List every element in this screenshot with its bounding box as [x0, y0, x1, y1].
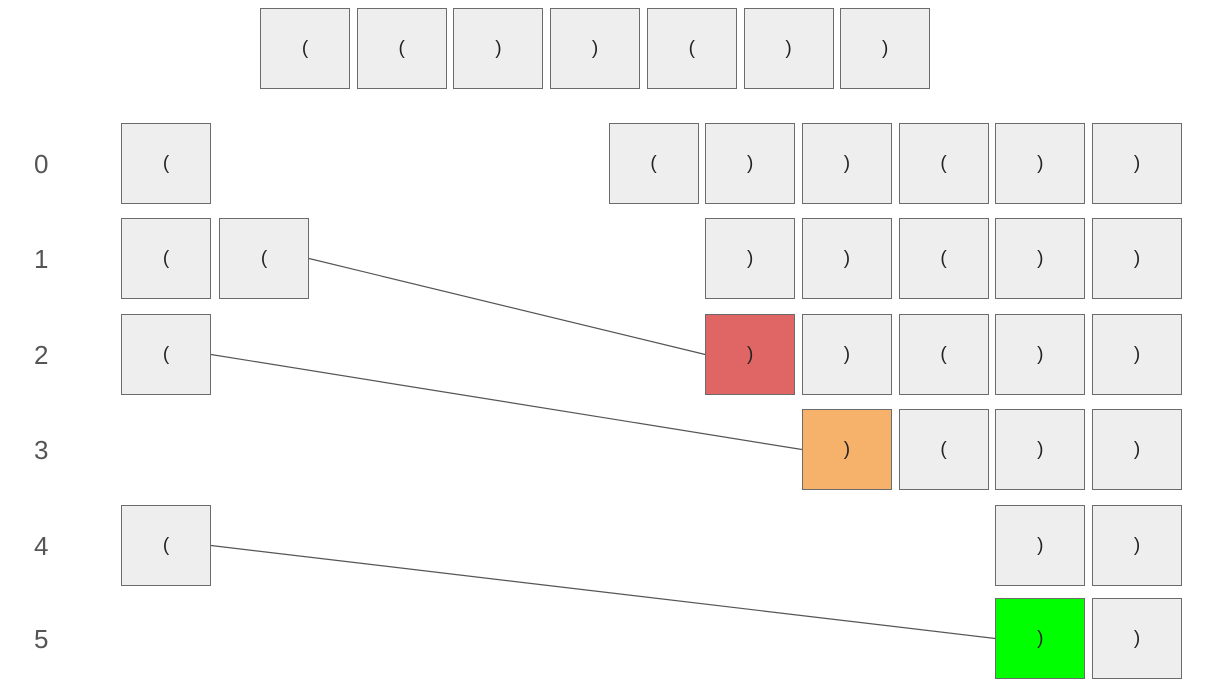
input-token-cell: ) — [743, 8, 834, 89]
remaining-token-cell: ( — [608, 123, 699, 204]
remaining-token-cell: ) — [995, 505, 1086, 586]
remaining-token-cell: ) — [1092, 123, 1182, 204]
input-token-cell: ) — [840, 8, 931, 89]
remaining-token-cell: ) — [995, 123, 1086, 204]
input-token-cell: ) — [550, 8, 641, 89]
remaining-token-cell: ) — [995, 314, 1086, 395]
step-index-label: 0 — [34, 149, 49, 179]
remaining-token-cell: ) — [1092, 409, 1182, 490]
remaining-token-cell: ( — [898, 409, 989, 490]
step-index-label: 4 — [34, 531, 49, 561]
stack-cell: ( — [219, 218, 309, 299]
step-index-label: 3 — [34, 435, 49, 465]
remaining-token-cell: ) — [995, 409, 1086, 490]
remaining-token-cell: ( — [898, 218, 989, 299]
stack-cell: ( — [121, 314, 211, 395]
match-connector-line — [308, 257, 706, 356]
remaining-token-cell: ) — [801, 123, 892, 204]
remaining-token-cell: ) — [1092, 598, 1182, 679]
matched-close-cell: ) — [705, 314, 796, 395]
match-connector-line — [210, 544, 996, 640]
step-index-label: 1 — [34, 244, 49, 274]
input-token-cell: ( — [260, 8, 350, 89]
input-token-cell: ) — [453, 8, 544, 89]
remaining-token-cell: ) — [801, 314, 892, 395]
remaining-token-cell: ) — [995, 218, 1086, 299]
stack-cell: ( — [121, 505, 211, 586]
input-token-cell: ( — [356, 8, 447, 89]
stack-cell: ( — [121, 123, 211, 204]
remaining-token-cell: ( — [898, 314, 989, 395]
remaining-token-cell: ) — [1092, 505, 1182, 586]
matched-close-cell: ) — [801, 409, 892, 490]
remaining-token-cell: ) — [801, 218, 892, 299]
remaining-token-cell: ( — [898, 123, 989, 204]
remaining-token-cell: ) — [705, 218, 796, 299]
matched-close-cell: ) — [995, 598, 1086, 679]
remaining-token-cell: ) — [1092, 314, 1182, 395]
remaining-token-cell: ) — [705, 123, 796, 204]
remaining-token-cell: ) — [1092, 218, 1182, 299]
stack-cell: ( — [121, 218, 211, 299]
step-index-label: 2 — [34, 340, 49, 370]
input-token-cell: ( — [646, 8, 737, 89]
step-index-label: 5 — [34, 624, 49, 654]
